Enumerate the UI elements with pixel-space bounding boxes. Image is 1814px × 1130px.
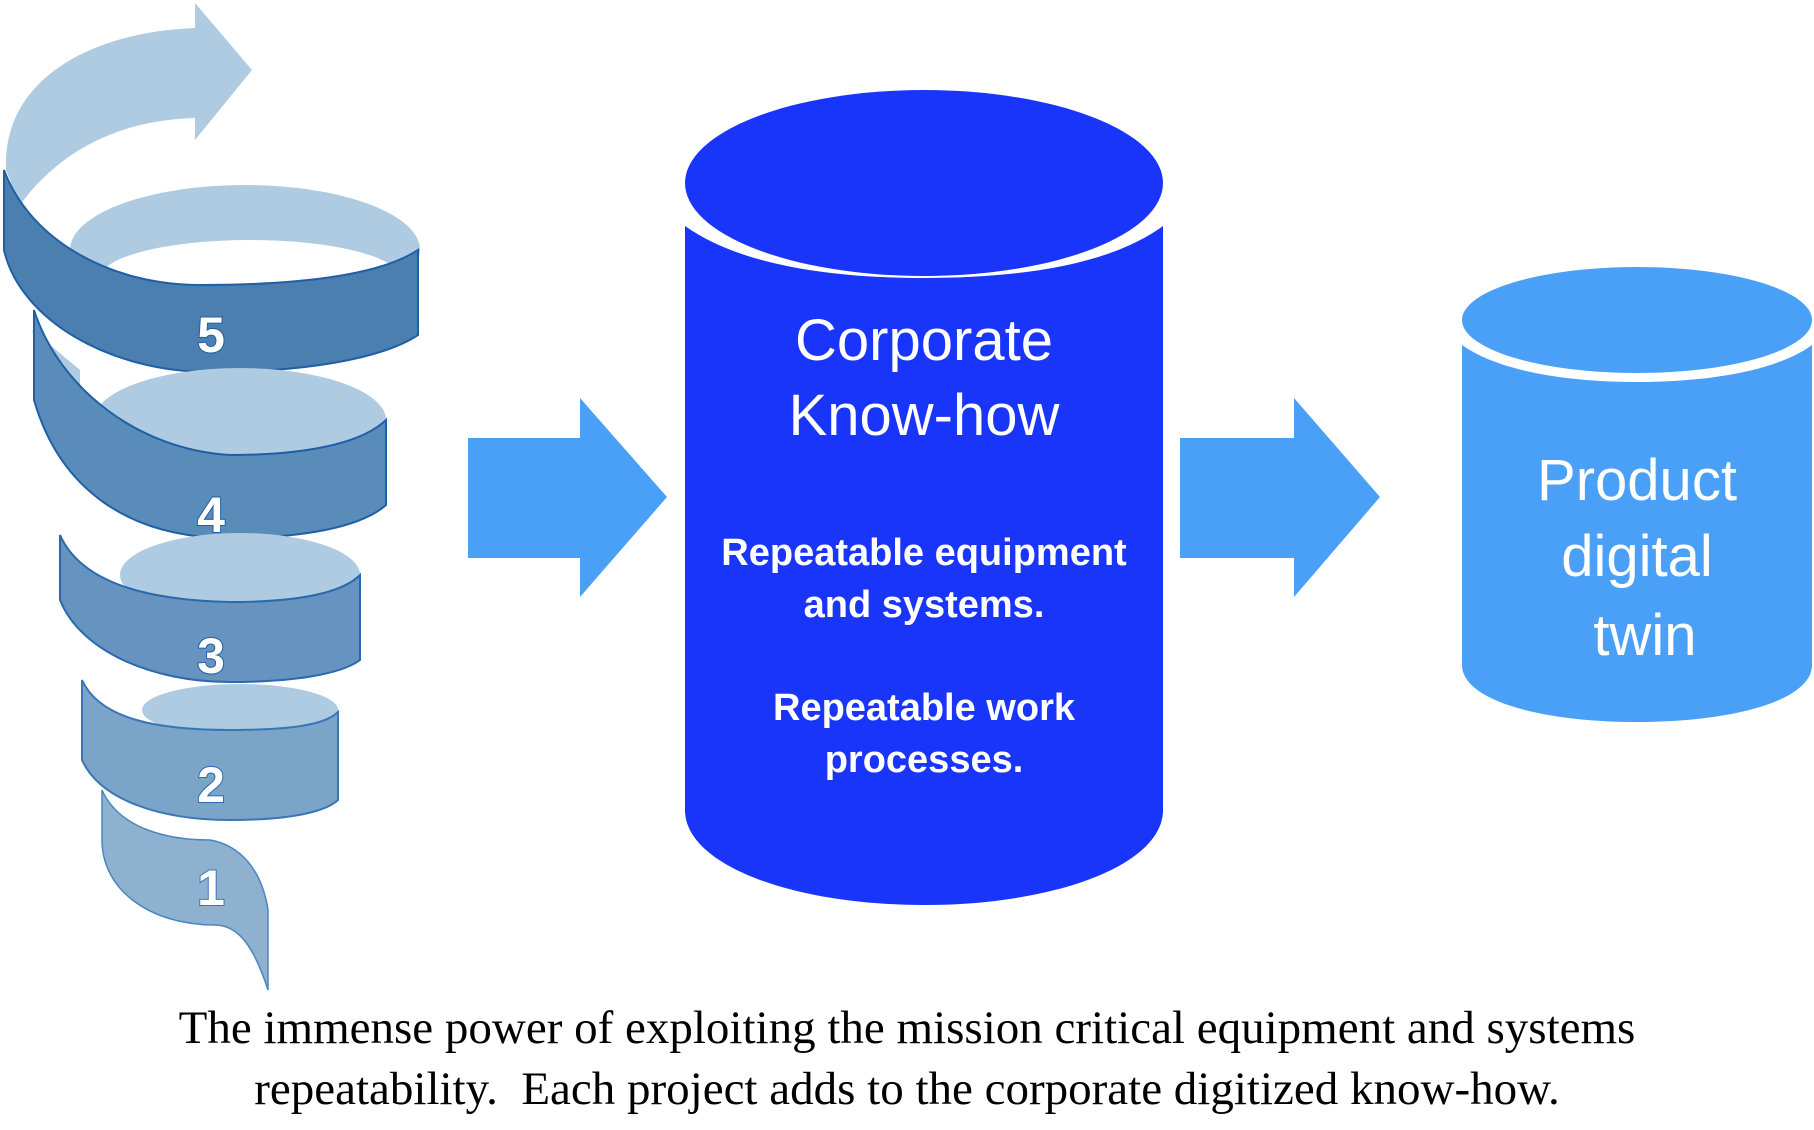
spiral-ring-2: 2 [81, 679, 339, 822]
spiral-step-label: 3 [197, 628, 225, 684]
progress-spiral: 5 4 3 2 1 [3, 3, 420, 991]
flow-arrow-icon [1180, 398, 1380, 597]
product-digital-twin-cylinder: Product digital twin [1462, 267, 1812, 722]
figure-caption: The immense power of exploiting the miss… [0, 998, 1814, 1120]
corporate-body-line-3: Repeatable work [773, 687, 1076, 729]
spiral-step-label: 5 [197, 307, 225, 363]
corporate-body-line-4: processes. [825, 739, 1024, 781]
corporate-body-line-1: Repeatable equipment [721, 532, 1127, 574]
caption-line-1: The immense power of exploiting the miss… [178, 1002, 1636, 1054]
product-title-line-1: Product [1537, 448, 1737, 513]
spiral-ring-5: 5 [3, 169, 420, 374]
spiral-ring-1: 1 [101, 789, 269, 991]
product-title-line-2: digital [1561, 524, 1713, 589]
spiral-step-label: 1 [197, 860, 225, 916]
corporate-knowhow-cylinder: Corporate Know-how Repeatable equipment … [685, 90, 1163, 905]
spiral-ring-3: 3 [59, 533, 361, 685]
spiral-step-label: 2 [197, 757, 225, 813]
flow-arrow-icon [468, 398, 667, 597]
corporate-body-line-2: and systems. [804, 584, 1045, 626]
corporate-title-line-2: Know-how [789, 383, 1061, 448]
spiral-arrow-icon [5, 3, 252, 205]
product-title-line-3: twin [1593, 603, 1696, 668]
corporate-title-line-1: Corporate [795, 308, 1053, 373]
caption-line-2: repeatability. Each project adds to the … [254, 1063, 1560, 1115]
